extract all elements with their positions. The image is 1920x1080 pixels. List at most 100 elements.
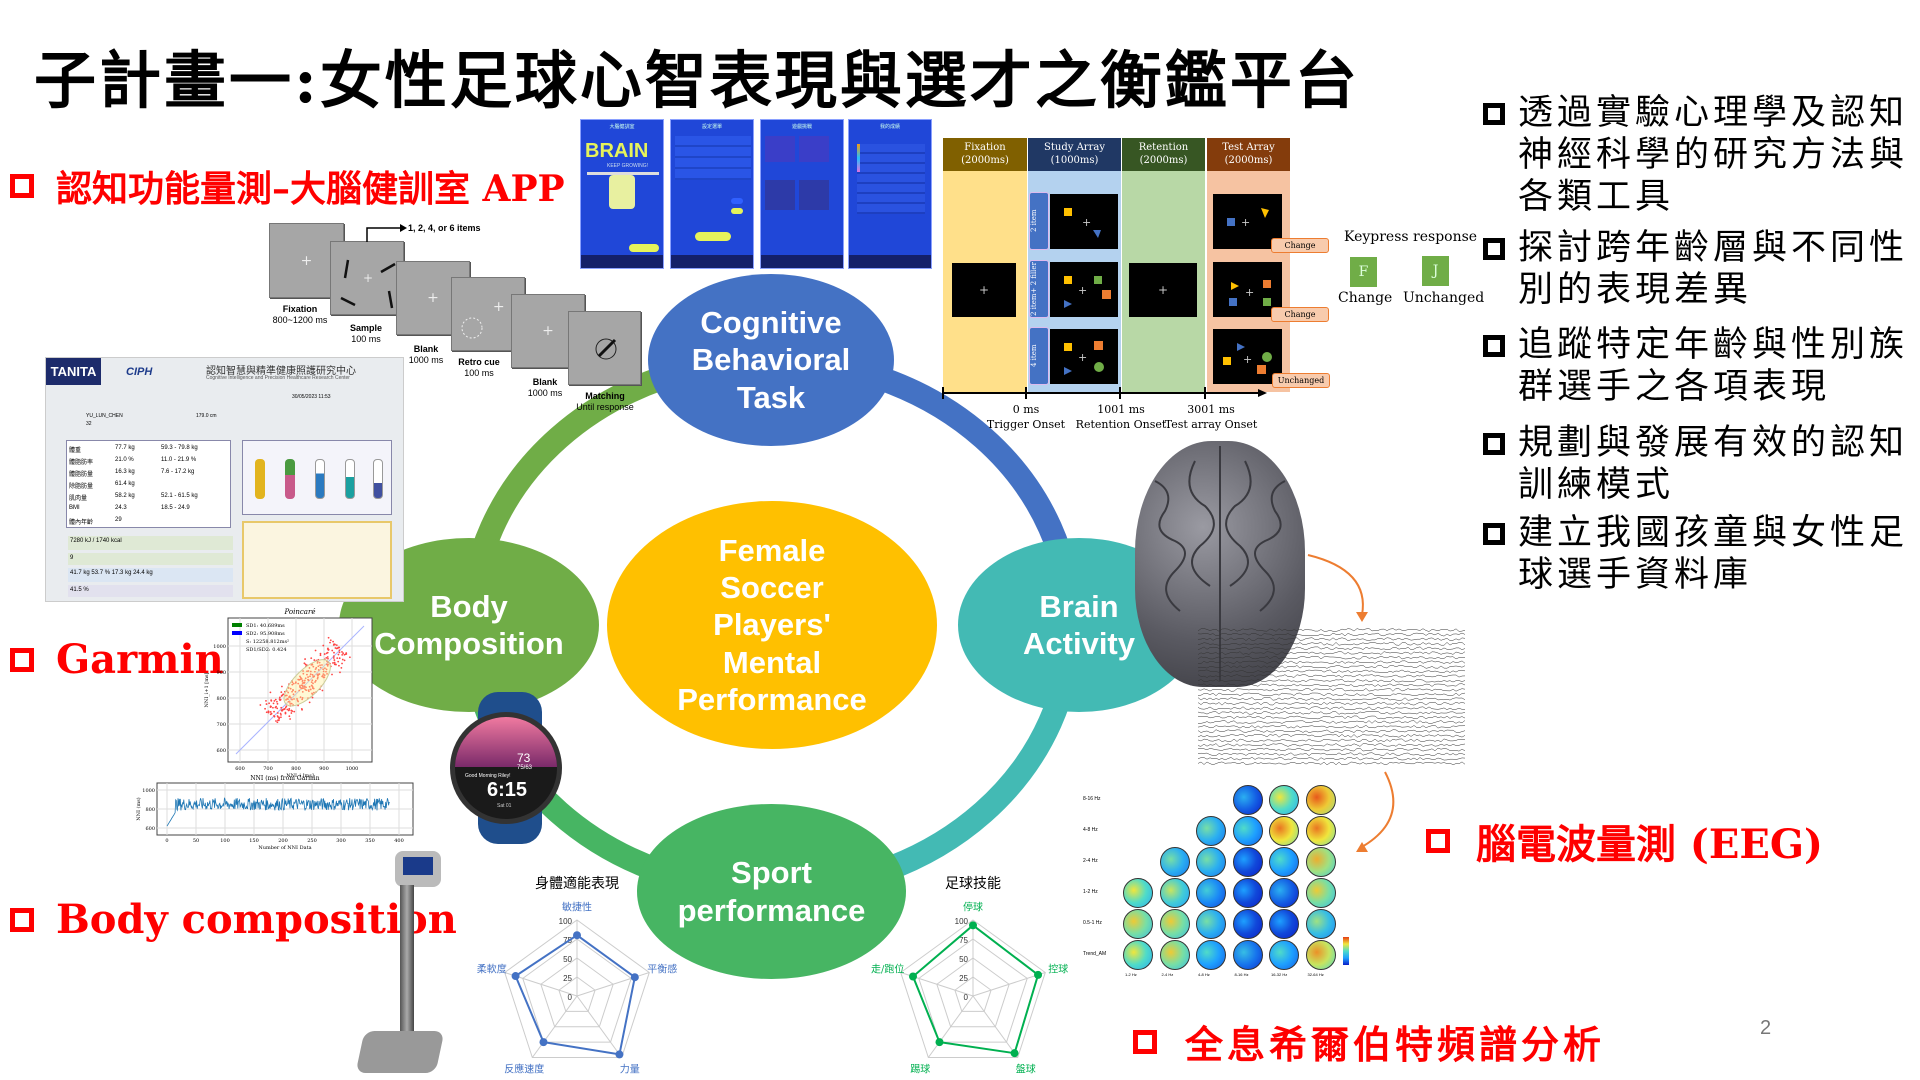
- hht-label: 全息希爾伯特頻譜分析: [1133, 1014, 1605, 1069]
- topomap-head: [1123, 909, 1153, 939]
- stage-name: Matching: [585, 391, 625, 401]
- radar-gridline: [918, 938, 1028, 1043]
- topomap-head: [1232, 878, 1263, 908]
- eeg-channel-trace: [1198, 720, 1466, 724]
- eeg-channel-trace: [1198, 646, 1466, 651]
- scatter-point: [332, 662, 334, 664]
- radar-gridline: [522, 938, 632, 1043]
- measurement-v: 24.3: [115, 505, 127, 511]
- topomap-col-label: 1-2 Hz: [1125, 972, 1137, 977]
- radar-tick-label: 75: [959, 936, 968, 945]
- scatter-point: [315, 666, 318, 669]
- scatter-point: [314, 668, 317, 671]
- scatter-point: [265, 711, 268, 714]
- body-composition-label-text: Body composition: [56, 896, 457, 943]
- radar-axis-label: 控球: [1048, 962, 1068, 975]
- scatter-point: [267, 710, 270, 713]
- stage-name: Fixation: [282, 304, 318, 314]
- measurement-r: [161, 481, 221, 490]
- game-tile[interactable]: [799, 136, 829, 162]
- radar-spoke: [576, 995, 623, 1058]
- topomap-head: [1196, 847, 1226, 877]
- game-tile[interactable]: [765, 180, 795, 210]
- start-button[interactable]: [629, 244, 659, 252]
- scatter-point: [325, 656, 328, 659]
- phase-name: Test Array: [1222, 142, 1275, 153]
- scatter-point: [313, 670, 316, 673]
- ecw-ratio: 41.5 %: [70, 587, 89, 593]
- ecw: 17.3 kg: [111, 570, 132, 576]
- toggle[interactable]: [731, 198, 743, 204]
- scatter-point: [284, 694, 287, 697]
- sample-card: +: [330, 241, 404, 315]
- eeg-label: 腦電波量測 (EEG): [1426, 812, 1823, 870]
- phase-name: Retention: [1138, 142, 1189, 153]
- scatter-point: [286, 708, 289, 711]
- scatter-point: [304, 663, 307, 666]
- scatter-point: [331, 673, 333, 676]
- topomap-col-label: 8-16 Hz: [1234, 972, 1249, 977]
- timeline-axis: [942, 387, 1267, 399]
- eeg-channel-trace: [1198, 701, 1466, 706]
- eeg-channel-trace: [1198, 692, 1466, 697]
- radar-axis-label: 走/跑位: [871, 962, 904, 975]
- scatter-point: [311, 663, 314, 666]
- x-tick-label: 700: [263, 766, 273, 772]
- report-name: YU_LUN_CHEN: [86, 413, 123, 419]
- scatter-point: [343, 659, 346, 662]
- checkbox-icon: [1483, 433, 1505, 455]
- page-title: 子計畫一:女性足球心智表現與選才之衡鑑平台: [34, 44, 1360, 117]
- game-tile[interactable]: [765, 136, 795, 162]
- character-icon: [609, 175, 635, 209]
- stimulus-box: +: [1213, 194, 1282, 249]
- scatter-point: [311, 673, 314, 676]
- scatter-point: [264, 707, 266, 710]
- body-composition-scale: [355, 851, 455, 1079]
- scatter-point: [312, 682, 314, 685]
- stage-time: Until response: [576, 402, 634, 412]
- scatter-point: [340, 667, 343, 669]
- topomap-head: [1232, 940, 1263, 970]
- measurement-r: 59.3 - 79.8 kg: [161, 445, 198, 451]
- stage-name: Sample: [349, 323, 383, 333]
- topomap-head: [1196, 909, 1226, 939]
- scatter-point: [301, 697, 304, 699]
- game-tile[interactable]: [799, 180, 829, 210]
- scatter-point: [276, 702, 279, 705]
- radar-gridline: [954, 976, 992, 1012]
- topomap-head: [1269, 816, 1299, 846]
- topomap-head: [1232, 816, 1263, 846]
- logout-button[interactable]: [695, 232, 731, 241]
- eeg-channel-trace: [1198, 655, 1466, 660]
- garmin-label-text: Garmin: [56, 636, 224, 683]
- eeg-channel-trace: [1198, 761, 1466, 766]
- topomap-head: [1269, 785, 1299, 815]
- x-tick-label: 0: [165, 838, 168, 844]
- topomap-head: [1305, 785, 1336, 815]
- scatter-point: [280, 716, 282, 719]
- scatter-point: [312, 687, 315, 690]
- checkbox-icon: [1483, 238, 1505, 260]
- arrow-eeg-to-topo: [1359, 771, 1395, 849]
- scatter-point: [280, 706, 283, 709]
- radar-point: [1034, 970, 1043, 979]
- phase-time: (1000ms): [1050, 155, 1099, 166]
- measurement-v: 21.0 %: [115, 457, 134, 463]
- radar-axis-label: 盤球: [1016, 1063, 1036, 1076]
- toggle[interactable]: [731, 208, 743, 214]
- radar-point: [935, 1038, 944, 1047]
- topomap-head: [1232, 847, 1263, 877]
- radar-point: [909, 972, 918, 981]
- scatter-point: [276, 719, 279, 722]
- scatter-point: [338, 664, 340, 667]
- scatter-point: [314, 649, 317, 652]
- radar-series-line: [514, 933, 636, 1056]
- scatter-point: [291, 698, 293, 701]
- radar-title: 身體適能表現: [535, 875, 619, 892]
- node-center: Female Soccer Players' Mental Performanc…: [607, 501, 937, 749]
- report-height: 179.0 cm: [196, 413, 217, 419]
